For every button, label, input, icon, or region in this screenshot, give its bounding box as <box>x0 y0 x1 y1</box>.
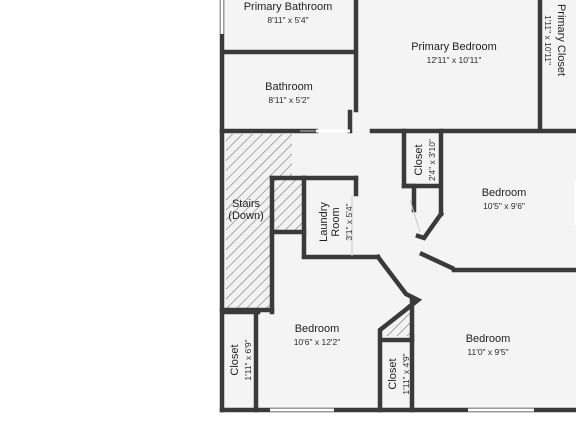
room-dimensions-bedroom-lower-left: 10'6" x 12'2" <box>294 337 341 347</box>
room-name-closet-upper: Closet <box>413 144 425 175</box>
room-name-primary-bathroom: Primary Bathroom <box>244 1 333 13</box>
room-label-bedroom-lower-left: Bedroom 10'6" x 12'2" <box>294 323 341 347</box>
shaft-hatch-upper <box>274 180 304 230</box>
room-dimensions-closet-lower-right: 1'11" x 4'9" <box>401 353 411 394</box>
room-label-bedroom-right: Bedroom 10'5" x 9'6" <box>482 187 527 211</box>
room-dimensions-laundry: 3'1" x 5'4" <box>344 203 354 240</box>
room-dimensions-bathroom: 8'11" x 5'2" <box>268 95 309 105</box>
room-dimensions-closet-lower-left: 1'11" x 6'9" <box>243 339 253 380</box>
room-name-laundry: Room <box>330 207 342 236</box>
room-dimensions-primary-closet: 1'11" x 10'11" <box>543 15 553 65</box>
room-name-bedroom-right: Bedroom <box>482 187 527 199</box>
room-label-primary-bathroom: Primary Bathroom 8'11" x 5'4" <box>244 1 333 25</box>
room-name-stairs: (Down) <box>228 210 263 222</box>
room-dimensions-bedroom-lower-right: 11'0" x 9'5" <box>467 347 508 357</box>
room-label-stairs: Stairs(Down) <box>228 198 263 222</box>
room-dimensions-primary-bedroom: 12'11" x 10'11" <box>427 55 482 65</box>
room-name-closet-lower-left: Closet <box>229 344 241 375</box>
room-name-bathroom: Bathroom <box>265 81 313 93</box>
room-name-laundry: Laundry <box>318 202 330 242</box>
room-label-bathroom: Bathroom 8'11" x 5'2" <box>265 81 313 105</box>
room-dimensions-closet-upper: 2'4" x 3'10" <box>427 139 437 181</box>
wall-closet-diagonal <box>415 210 445 241</box>
room-dimensions-primary-bathroom: 8'11" x 5'4" <box>267 15 308 25</box>
room-label-bedroom-lower-right: Bedroom 11'0" x 9'5" <box>466 333 511 357</box>
wall-diagonal-right <box>419 251 455 271</box>
room-name-bedroom-lower-left: Bedroom <box>295 323 340 335</box>
room-labels: Primary Bathroom 8'11" x 5'4" Primary Bedr… <box>228 1 567 395</box>
room-dimensions-bedroom-right: 10'5" x 9'6" <box>483 201 525 211</box>
room-name-stairs: Stairs <box>232 198 261 210</box>
room-name-primary-closet: Primary Closet <box>555 4 567 76</box>
wall-diagonal-lower <box>374 253 423 413</box>
room-name-primary-bedroom: Primary Bedroom <box>411 41 497 53</box>
room-name-bedroom-lower-right: Bedroom <box>466 333 511 345</box>
room-name-closet-lower-right: Closet <box>387 358 399 389</box>
door-jamb-closet <box>409 199 421 233</box>
room-label-primary-bedroom: Primary Bedroom 12'11" x 10'11" <box>411 41 497 65</box>
